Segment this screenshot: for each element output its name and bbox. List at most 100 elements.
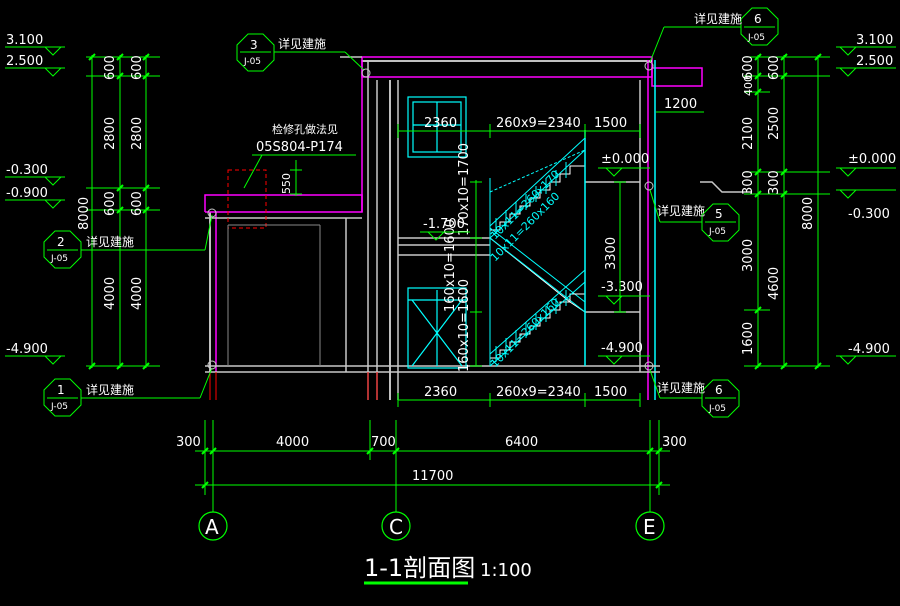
red-features — [209, 169, 378, 400]
detail-callout-3[interactable]: 3 J-05 详见建施 — [236, 33, 371, 78]
elev-right-4: -0.300 — [848, 207, 890, 222]
det1-note: 详见建施 — [86, 382, 134, 397]
elev-left-4: -0.900 — [6, 186, 48, 201]
dim-right-c2-3: 4600 — [767, 267, 782, 300]
dim-3300: 3300 — [604, 237, 619, 270]
grid-bubbles — [198, 511, 665, 541]
floor-slabs — [204, 181, 752, 373]
dim-right-total: 8000 — [801, 197, 816, 230]
elev-right-3: ±0.000 — [848, 152, 896, 167]
stair-dim-1600a: 160x10=1600 — [443, 219, 458, 312]
detail-callout-6-bottom[interactable]: 6 J-05 详见建施 — [644, 361, 740, 418]
elev-inner-1: ±0.000 — [601, 152, 649, 167]
dim-axis-3: 6400 — [505, 435, 538, 450]
dim-left-c2-3: 4000 — [130, 277, 145, 310]
drawing-scale: 1:100 — [480, 560, 532, 581]
elev-left-3: -0.300 — [6, 163, 48, 178]
dim-right-c1-3: 300 — [741, 170, 756, 195]
det1-num: 1 — [57, 383, 65, 397]
dim-right-c1-4: 3000 — [741, 239, 756, 272]
det6a-num: 6 — [754, 12, 762, 26]
elev-left-5: -4.900 — [6, 342, 48, 357]
detail-callout-6-top[interactable]: 6 J-05 详见建施 — [644, 7, 779, 71]
det6b-sheet: J-05 — [708, 404, 726, 414]
grid-E: E — [643, 515, 656, 539]
dim-right-c2-1: 2500 — [767, 107, 782, 140]
dim-bot-0: 2360 — [424, 385, 457, 400]
dim-left-c2-0: 600 — [130, 55, 145, 80]
right-dim-lines — [744, 55, 830, 368]
det6a-sheet: J-05 — [747, 33, 765, 43]
det2-note: 详见建施 — [86, 234, 134, 249]
elev-inner-2: -1.700 — [423, 217, 465, 232]
detail-callout-2[interactable]: 2 J-05 详见建施 — [43, 208, 217, 269]
stair-dim-1600b: 160x10=1600 — [457, 279, 472, 372]
dim-right-c2-2: 300 — [767, 170, 782, 195]
elev-right-2: 2.500 — [856, 54, 893, 69]
dim-right-c1-0: 600 — [741, 55, 756, 80]
dim-top-0: 2360 — [424, 116, 457, 131]
bottom-inner-dim-lines — [397, 393, 641, 407]
gray-fill-lines — [227, 224, 321, 366]
elev-right-1: 3.100 — [856, 33, 893, 48]
elev-inner-3: -3.300 — [601, 280, 643, 295]
stair-label-3: 10x11=260x160 — [488, 296, 562, 370]
dim-bot-2: 1500 — [594, 385, 627, 400]
drawing-title: 1-1剖面图 — [364, 554, 475, 582]
left-dim-lines — [86, 55, 160, 368]
right-dim-ticks — [754, 53, 822, 370]
dim-right-c1-2: 2100 — [741, 117, 756, 150]
windows — [407, 96, 467, 369]
dim-550: 550 — [280, 173, 293, 194]
det1-sheet: J-05 — [50, 402, 68, 412]
dim-left-c2-1: 2800 — [130, 117, 145, 150]
dim-550-line — [290, 160, 302, 196]
dim-bot-1: 260x9=2340 — [496, 385, 581, 400]
left-dim-ticks — [88, 53, 150, 370]
dim-left-c1-1: 2800 — [103, 117, 118, 150]
dim-total: 11700 — [412, 469, 453, 484]
det3-note: 详见建施 — [278, 36, 326, 51]
stair-vert-dims — [470, 180, 482, 367]
dim-3300-line — [614, 181, 626, 313]
dim-axis-0: 300 — [176, 435, 201, 450]
axis-dim-ticks — [201, 447, 663, 489]
top-dim-lines — [397, 111, 704, 138]
dim-top-1: 260x9=2340 — [496, 116, 581, 131]
dim-top-2: 1500 — [594, 116, 627, 131]
det5-num: 5 — [715, 207, 723, 221]
right-elevation-marks — [836, 46, 896, 365]
dim-right-c1-5: 1600 — [741, 322, 756, 355]
det5-sheet: J-05 — [708, 227, 726, 237]
det6b-num: 6 — [715, 383, 723, 397]
elev-right-5: -4.900 — [848, 342, 890, 357]
hole-note-code: 05S804-P174 — [256, 140, 343, 155]
det6b-note: 详见建施 — [657, 380, 705, 395]
elev-left-2: 2.500 — [6, 54, 43, 69]
detail-callout-1[interactable]: 1 J-05 详见建施 — [43, 360, 217, 417]
det6a-note: 详见建施 — [694, 11, 742, 26]
dim-left-total: 8000 — [77, 197, 92, 230]
elev-left-1: 3.100 — [6, 33, 43, 48]
dim-right-c2-0: 600 — [767, 55, 782, 80]
det3-num: 3 — [250, 38, 258, 52]
dim-1200: 1200 — [664, 97, 697, 112]
dim-left-c1-0: 600 — [103, 55, 118, 80]
elev-inner-4: -4.900 — [601, 341, 643, 356]
left-elevation-marks — [5, 46, 65, 365]
grid-A: A — [205, 515, 219, 539]
det3-sheet: J-05 — [243, 57, 261, 67]
dim-axis-4: 300 — [662, 435, 687, 450]
detail-callout-5[interactable]: 5 J-05 详见建施 — [644, 181, 740, 242]
hole-note-leader — [243, 154, 263, 189]
stair-handrail-posts — [495, 162, 567, 362]
hole-note-title: 检修孔做法见 — [272, 122, 338, 136]
det2-sheet: J-05 — [50, 254, 68, 264]
dim-left-c1-2: 600 — [103, 191, 118, 216]
dim-axis-1: 4000 — [276, 435, 309, 450]
dim-left-c2-2: 600 — [130, 191, 145, 216]
axis-dim-lines — [195, 420, 670, 512]
inner-elev-marks — [420, 167, 650, 365]
